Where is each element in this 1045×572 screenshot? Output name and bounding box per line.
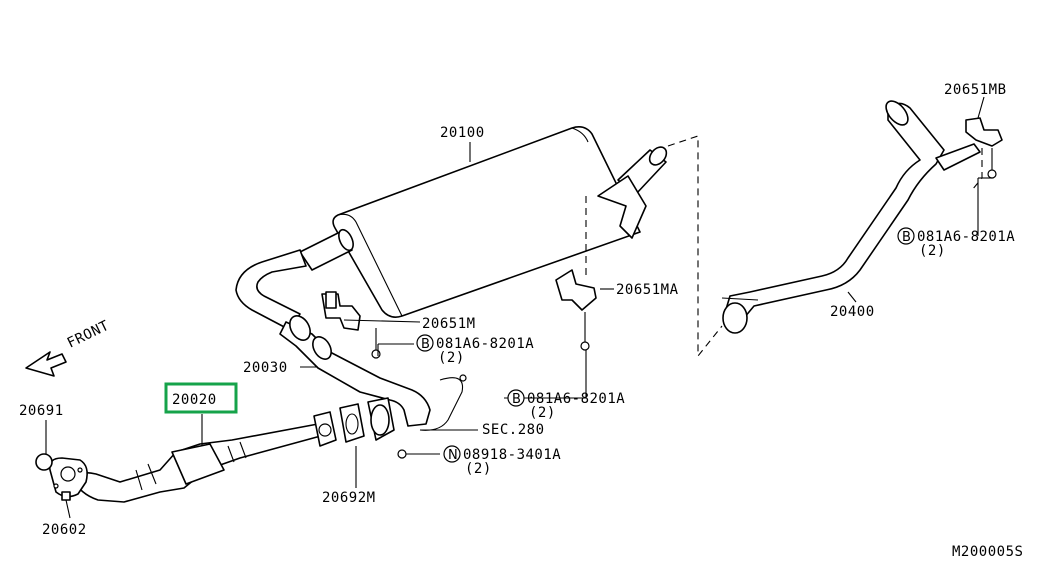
- fastener-qty-rear-right: (2): [919, 243, 946, 259]
- stud-shape: [61, 491, 71, 501]
- label-gasket-center: 20692M: [322, 490, 376, 506]
- center-tube-shape: [235, 249, 467, 441]
- label-mounting-rear-left: 20651MA: [616, 282, 679, 298]
- highlight-box-front-tube: [164, 382, 238, 414]
- fastener-symbol-center: B: [421, 337, 430, 352]
- label-stud: 20602: [42, 522, 87, 538]
- label-gasket-front: 20691: [19, 403, 64, 419]
- muffler-shape: [299, 126, 668, 318]
- mounting-center-shape: [321, 291, 381, 359]
- fastener-code-nut: 08918-3401A: [463, 447, 561, 463]
- label-front-tube[interactable]: 20020: [172, 392, 217, 408]
- fastener-qty-rear-left: (2): [529, 405, 556, 421]
- fastener-code-rear-right: 081A6-8201A: [917, 229, 1015, 245]
- front-label: FRONT: [65, 318, 112, 352]
- fastener-code-rear-left: 081A6-8201A: [527, 391, 625, 407]
- front-arrow: FRONT: [25, 318, 112, 377]
- label-mounting-rear-right: 20651MB: [944, 82, 1007, 98]
- front-tube-shape: [48, 403, 407, 503]
- label-mounting-center: 20651M: [422, 316, 476, 332]
- drawing-code: M200005S: [952, 544, 1023, 560]
- fastener-symbol-rear-right: B: [902, 230, 911, 245]
- mounting-rear-left-shape: [555, 269, 597, 351]
- gasket-front-shape: [35, 453, 53, 471]
- label-tail-tube: 20400: [830, 304, 875, 320]
- fastener-qty-center: (2): [438, 350, 465, 366]
- fastener-code-center: 081A6-8201A: [436, 336, 534, 352]
- label-muffler: 20100: [440, 125, 485, 141]
- label-section-ref: SEC.280: [482, 422, 545, 438]
- label-center-tube: 20030: [243, 360, 288, 376]
- fastener-qty-nut: (2): [465, 461, 492, 477]
- fastener-symbol-rear-left: B: [512, 392, 521, 407]
- fastener-symbol-nut: N: [448, 448, 458, 463]
- tail-tube-shape: [722, 100, 1003, 334]
